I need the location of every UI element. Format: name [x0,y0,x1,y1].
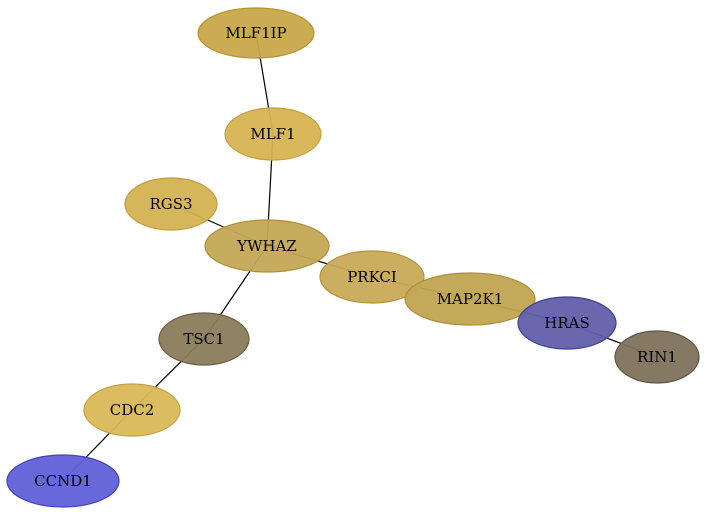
node-shape-cdc2[interactable] [83,383,181,437]
node-mlf1[interactable]: MLF1 [224,107,322,161]
node-shape-rin1[interactable] [614,330,700,384]
node-label-prkci: PRKCI [347,268,397,286]
node-shape-mlf1ip[interactable] [197,7,315,59]
node-label-mlf1ip: MLF1IP [225,24,286,42]
node-shape-tsc1[interactable] [158,312,250,366]
node-label-ccnd1: CCND1 [34,472,92,490]
node-label-tsc1: TSC1 [183,330,224,348]
node-label-rin1: RIN1 [637,348,677,366]
node-shape-ccnd1[interactable] [6,454,120,508]
node-hras[interactable]: HRAS [517,296,617,350]
node-label-cdc2: CDC2 [110,401,155,419]
node-tsc1[interactable]: TSC1 [158,312,250,366]
node-rgs3[interactable]: RGS3 [124,177,218,231]
node-label-map2k1: MAP2K1 [437,290,504,308]
node-map2k1[interactable]: MAP2K1 [404,272,536,326]
node-label-ywhaz: YWHAZ [236,237,297,255]
node-cdc2[interactable]: CDC2 [83,383,181,437]
node-rin1[interactable]: RIN1 [614,330,700,384]
node-label-mlf1: MLF1 [250,125,295,143]
node-shape-hras[interactable] [517,296,617,350]
node-ywhaz[interactable]: YWHAZ [204,219,330,273]
node-label-rgs3: RGS3 [149,195,192,213]
node-shape-ywhaz[interactable] [204,219,330,273]
node-shape-rgs3[interactable] [124,177,218,231]
node-label-hras: HRAS [544,314,589,332]
node-shape-mlf1[interactable] [224,107,322,161]
node-mlf1ip[interactable]: MLF1IP [197,7,315,59]
node-shape-map2k1[interactable] [404,272,536,326]
node-ccnd1[interactable]: CCND1 [6,454,120,508]
node-shape-prkci[interactable] [319,250,425,304]
node-prkci[interactable]: PRKCI [319,250,425,304]
